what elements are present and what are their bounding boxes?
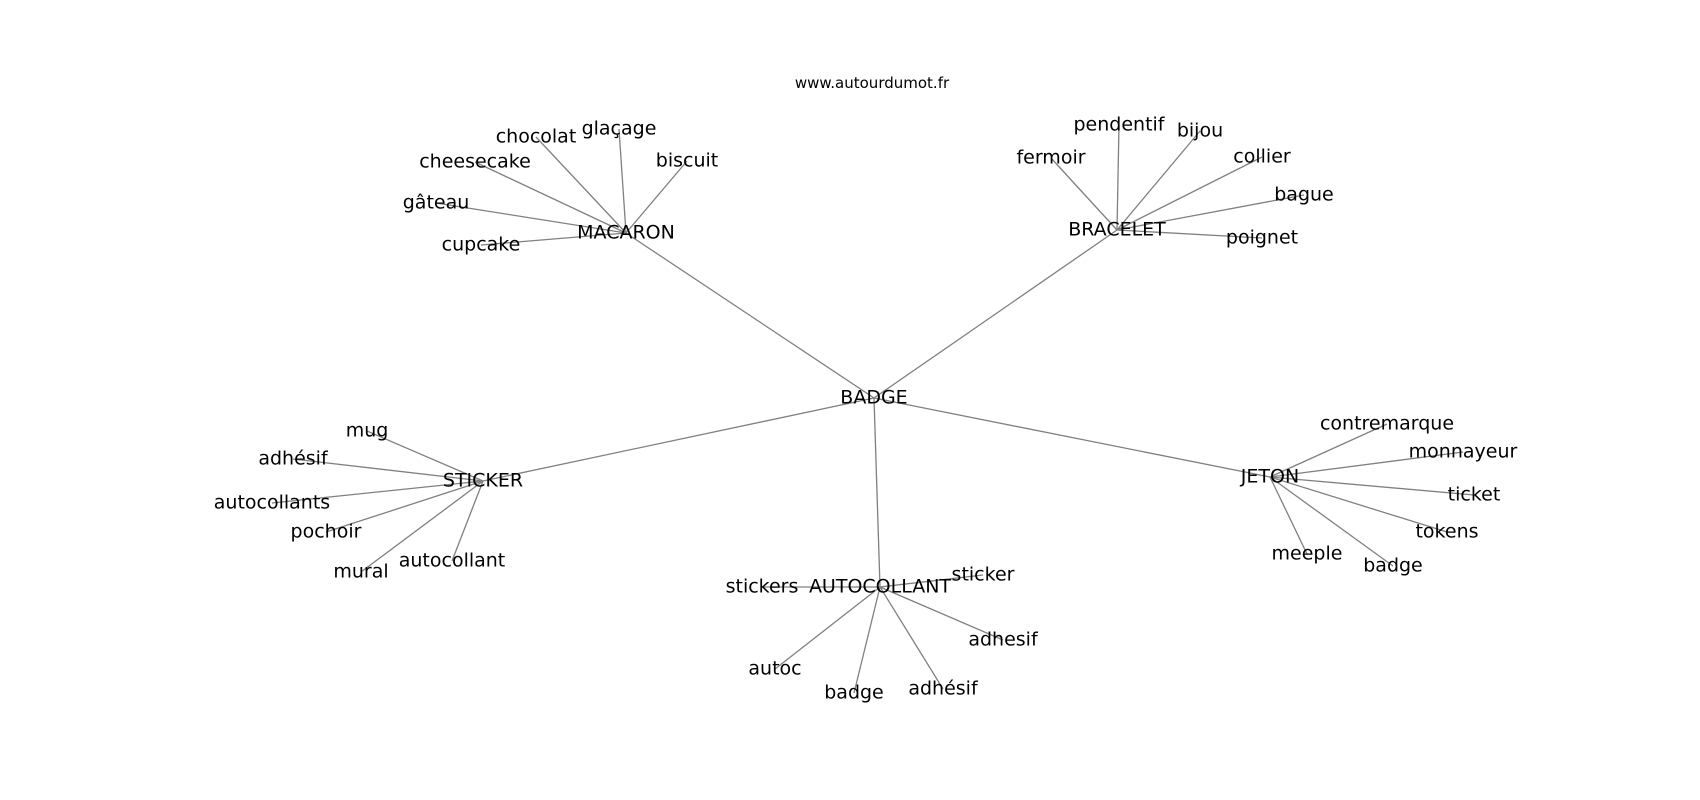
edge-sticker-leaf-2 bbox=[271, 480, 484, 504]
leaf-node-sticker-5[interactable]: autocollant bbox=[399, 550, 506, 572]
leaf-node-sticker-0[interactable]: mug bbox=[346, 420, 389, 442]
leaf-node-macaron-3[interactable]: chocolat bbox=[496, 126, 577, 148]
leaf-node-autocollant-3[interactable]: adhésif bbox=[908, 678, 979, 700]
edge-bracelet-leaf-0 bbox=[1050, 157, 1118, 231]
leaf-node-jeton-5[interactable]: meeple bbox=[1272, 543, 1343, 565]
leaf-node-jeton-0[interactable]: contremarque bbox=[1320, 413, 1454, 435]
leaf-node-bracelet-4[interactable]: bague bbox=[1274, 184, 1334, 206]
leaf-node-jeton-1[interactable]: monnayeur bbox=[1409, 441, 1518, 463]
edge-macaron-leaf-4 bbox=[618, 128, 627, 234]
edge-macaron-leaf-3 bbox=[535, 136, 627, 234]
leaf-node-jeton-4[interactable]: badge bbox=[1363, 555, 1423, 577]
leaf-node-autocollant-5[interactable]: autoc bbox=[748, 658, 801, 680]
leaf-node-bracelet-3[interactable]: collier bbox=[1233, 146, 1291, 168]
root-node-badge[interactable]: BADGE bbox=[840, 387, 907, 409]
edge-badge-autocollant bbox=[873, 397, 881, 588]
leaf-node-jeton-2[interactable]: ticket bbox=[1448, 484, 1501, 506]
edge-jeton-leaf-4 bbox=[1269, 476, 1394, 567]
leaf-node-bracelet-2[interactable]: bijou bbox=[1177, 120, 1223, 142]
site-url: www.autourdumot.fr bbox=[795, 74, 950, 92]
edge-macaron-leaf-1 bbox=[435, 202, 627, 234]
edge-jeton-leaf-3 bbox=[1269, 476, 1448, 533]
edge-badge-jeton bbox=[873, 397, 1271, 478]
edge-badge-macaron bbox=[625, 232, 875, 399]
leaf-node-macaron-0[interactable]: cupcake bbox=[442, 234, 521, 256]
edge-macaron-leaf-0 bbox=[480, 232, 627, 246]
edge-macaron-leaf-2 bbox=[474, 161, 627, 234]
hub-node-sticker[interactable]: STICKER bbox=[443, 470, 523, 492]
leaf-node-macaron-5[interactable]: biscuit bbox=[656, 150, 718, 172]
edge-jeton-leaf-2 bbox=[1269, 476, 1475, 496]
edge-jeton-leaf-5 bbox=[1269, 476, 1308, 555]
leaf-node-autocollant-0[interactable]: stickers bbox=[726, 576, 799, 598]
edge-autocollant-leaf-2 bbox=[879, 586, 1004, 641]
leaf-node-macaron-2[interactable]: cheesecake bbox=[419, 151, 531, 173]
hub-node-bracelet[interactable]: BRACELET bbox=[1068, 219, 1166, 241]
edge-autocollant-leaf-1 bbox=[879, 574, 984, 588]
leaf-node-sticker-3[interactable]: pochoir bbox=[291, 521, 362, 543]
nodes: BADGE MACARON cupcake gâteau cheesecake choco… bbox=[214, 114, 1518, 704]
leaf-node-bracelet-1[interactable]: pendentif bbox=[1073, 114, 1165, 136]
edge-sticker-leaf-3 bbox=[325, 480, 484, 533]
edge-bracelet-leaf-5 bbox=[1116, 229, 1263, 239]
edge-sticker-leaf-0 bbox=[366, 430, 484, 482]
edge-jeton-leaf-0 bbox=[1269, 423, 1388, 478]
leaf-node-bracelet-5[interactable]: poignet bbox=[1226, 227, 1298, 249]
edge-sticker-leaf-1 bbox=[292, 458, 484, 482]
edge-badge-bracelet bbox=[873, 229, 1118, 399]
leaf-node-bracelet-0[interactable]: fermoir bbox=[1016, 147, 1085, 169]
edge-bracelet-leaf-4 bbox=[1116, 194, 1305, 231]
leaf-node-macaron-4[interactable]: glaçage bbox=[582, 118, 657, 140]
edge-sticker-leaf-4 bbox=[360, 480, 484, 573]
leaf-node-autocollant-2[interactable]: adhesif bbox=[968, 629, 1039, 651]
edge-autocollant-leaf-4 bbox=[853, 586, 881, 694]
leaf-node-sticker-2[interactable]: autocollants bbox=[214, 492, 330, 514]
leaf-node-autocollant-1[interactable]: sticker bbox=[952, 564, 1015, 586]
leaf-node-sticker-4[interactable]: mural bbox=[333, 561, 388, 583]
hub-node-jeton[interactable]: JETON bbox=[1240, 466, 1299, 488]
edge-badge-sticker bbox=[482, 397, 875, 482]
hub-node-autocollant[interactable]: AUTOCOLLANT bbox=[809, 576, 952, 598]
edge-autocollant-leaf-3 bbox=[879, 586, 944, 690]
leaf-node-sticker-1[interactable]: adhésif bbox=[258, 448, 329, 470]
leaf-node-jeton-3[interactable]: tokens bbox=[1415, 521, 1478, 543]
edge-bracelet-leaf-2 bbox=[1116, 130, 1201, 231]
edges bbox=[271, 124, 1475, 694]
leaf-node-macaron-1[interactable]: gâteau bbox=[403, 192, 470, 214]
edge-macaron-leaf-5 bbox=[625, 160, 688, 234]
edge-bracelet-leaf-3 bbox=[1116, 156, 1263, 231]
hub-node-macaron[interactable]: MACARON bbox=[577, 222, 675, 244]
edge-jeton-leaf-1 bbox=[1269, 451, 1464, 478]
edge-autocollant-leaf-5 bbox=[774, 586, 881, 670]
leaf-node-autocollant-4[interactable]: badge bbox=[824, 682, 884, 704]
edge-bracelet-leaf-1 bbox=[1116, 124, 1120, 231]
edge-sticker-leaf-5 bbox=[451, 480, 484, 562]
